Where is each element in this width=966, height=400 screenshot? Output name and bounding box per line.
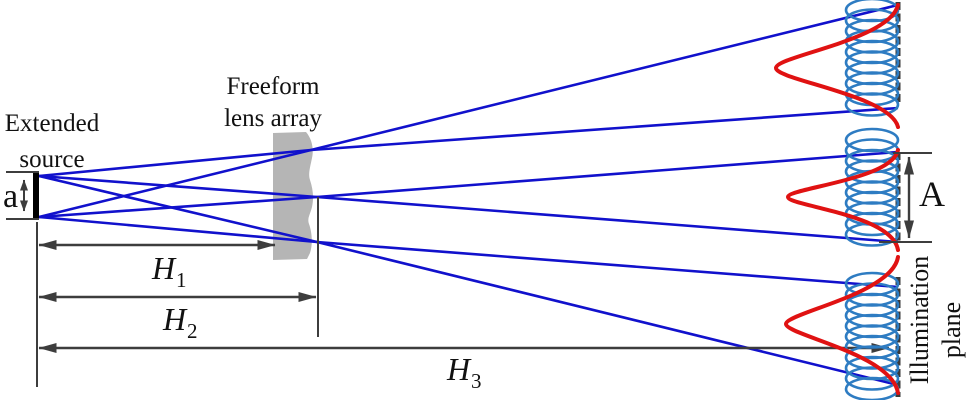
illumination-plane-label-line1: Illumination xyxy=(905,256,934,385)
intensity-curve xyxy=(783,255,900,395)
ray xyxy=(38,174,318,244)
lens-array-label-line1: Freeform xyxy=(226,73,320,100)
coil-loop xyxy=(844,366,900,391)
aperture-label: A xyxy=(919,174,945,214)
h1-label: H 1 xyxy=(151,250,187,292)
h2-label: H 2 xyxy=(162,301,198,343)
intensity-curves xyxy=(773,3,900,395)
lens-array-label-line2: lens array xyxy=(224,105,322,132)
ray xyxy=(316,150,899,199)
extended-source-label-line2: source xyxy=(19,146,84,173)
ray xyxy=(38,174,318,199)
intensity-curve xyxy=(785,148,900,252)
ray xyxy=(38,148,312,219)
coil-loop xyxy=(844,211,900,237)
ray xyxy=(316,240,899,289)
h3-sub: 3 xyxy=(471,369,482,393)
coil-loop xyxy=(844,92,900,117)
aperture-dimension xyxy=(879,152,932,243)
extended-source-label-line1: Extended xyxy=(5,110,100,137)
intensity-curve xyxy=(773,3,900,129)
illumination-plane-label-line2: plane xyxy=(937,302,966,358)
ray xyxy=(38,215,318,244)
h1-base: H xyxy=(151,250,177,286)
h2-sub: 2 xyxy=(187,319,198,343)
h3-label: H 3 xyxy=(446,351,482,393)
rays-lens-to-plane xyxy=(310,3,899,387)
h2-base: H xyxy=(162,301,188,337)
ray xyxy=(38,195,318,219)
source-height-label: a xyxy=(3,178,18,215)
rays-source-to-lens xyxy=(38,148,318,244)
ray xyxy=(316,195,899,244)
illumination-coils xyxy=(844,0,900,400)
ray xyxy=(316,240,899,387)
ray xyxy=(310,106,899,152)
h1-sub: 1 xyxy=(176,268,187,292)
ray xyxy=(310,3,899,152)
extended-source-bar xyxy=(33,172,39,219)
ray xyxy=(38,148,312,178)
h3-base: H xyxy=(446,351,472,387)
source-height-dimension xyxy=(6,171,39,220)
